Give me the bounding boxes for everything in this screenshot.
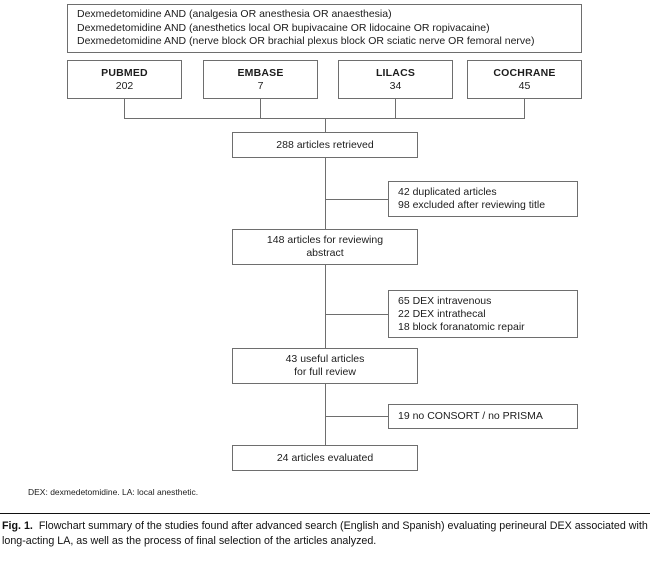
connector-trunk-to-retrieved [325, 118, 326, 132]
database-count-embase: 7 [257, 79, 264, 92]
database-box-embase: EMBASE 7 [203, 60, 318, 99]
connector-retrieved-to-abstract [325, 158, 326, 229]
flow-box-useful-line-1: 43 useful articles [285, 353, 365, 365]
connector-branch-dex-exclusions [325, 314, 388, 315]
flow-box-abstract-line-1: 148 articles for reviewing [266, 234, 384, 246]
flow-box-articles-retrieved-line-1: 288 articles retrieved [276, 138, 374, 151]
connector-branch-duplicates [325, 199, 388, 200]
connector-abstract-to-useful [325, 265, 326, 348]
flow-box-useful-line-2: for full review [294, 366, 356, 378]
exclusion-box-consort-prisma: 19 no CONSORT / no PRISMA [388, 404, 578, 429]
search-query-box: Dexmedetomidine AND (analgesia OR anesth… [67, 4, 582, 53]
flow-box-abstract-line-2: abstract [306, 247, 344, 259]
database-name-pubmed: PUBMED [101, 66, 148, 79]
database-box-lilacs: LILACS 34 [338, 60, 453, 99]
figure-caption-label: Fig. 1. [2, 520, 33, 532]
connector-stem-embase [260, 99, 261, 118]
connector-stem-pubmed [124, 99, 125, 118]
exclusion-duplicates-line-1: 42 duplicated articles [398, 186, 497, 198]
exclusion-duplicates-line-2: 98 excluded after reviewing title [398, 199, 546, 211]
connector-branch-consort-prisma [325, 416, 388, 417]
database-box-cochrane: COCHRANE 45 [467, 60, 582, 99]
connector-stem-cochrane [524, 99, 525, 118]
exclusion-box-duplicates: 42 duplicated articles 98 excluded after… [388, 181, 578, 217]
database-box-pubmed: PUBMED 202 [67, 60, 182, 99]
search-query-line-1: Dexmedetomidine AND (analgesia OR anesth… [77, 8, 392, 21]
exclusion-dex-line-1: 65 DEX intravenous [398, 294, 492, 307]
flow-box-useful-articles: 43 useful articles for full review [232, 348, 418, 384]
flow-box-articles-for-abstract-review: 148 articles for reviewing abstract [232, 229, 418, 265]
figure-caption: Fig. 1. Flowchart summary of the studies… [2, 519, 648, 549]
connector-database-bus [124, 118, 525, 119]
database-count-lilacs: 34 [389, 79, 402, 92]
caption-divider [0, 513, 650, 514]
exclusion-box-dex-routes: 65 DEX intravenous 22 DEX intrathecal 18… [388, 290, 578, 338]
flow-box-articles-evaluated: 24 articles evaluated [232, 445, 418, 471]
exclusion-dex-line-3: 18 block foranatomic repair [398, 320, 525, 333]
connector-stem-lilacs [395, 99, 396, 118]
flow-box-evaluated-line-1: 24 articles evaluated [276, 451, 374, 464]
database-count-pubmed: 202 [115, 79, 134, 92]
database-name-lilacs: LILACS [375, 66, 416, 79]
figure-footnote: DEX: dexmedetomidine. LA: local anesthet… [28, 487, 199, 497]
connector-useful-to-evaluated [325, 384, 326, 445]
database-name-embase: EMBASE [237, 66, 284, 79]
figure-caption-text: Flowchart summary of the studies found a… [2, 520, 648, 547]
database-name-cochrane: COCHRANE [493, 66, 556, 79]
flow-box-articles-retrieved: 288 articles retrieved [232, 132, 418, 158]
exclusion-dex-line-2: 22 DEX intrathecal [398, 307, 486, 320]
search-query-line-3: Dexmedetomidine AND (nerve block OR brac… [77, 35, 535, 48]
database-count-cochrane: 45 [518, 79, 531, 92]
exclusion-consort-line-1: 19 no CONSORT / no PRISMA [398, 410, 543, 422]
search-query-line-2: Dexmedetomidine AND (anesthetics local O… [77, 21, 490, 34]
